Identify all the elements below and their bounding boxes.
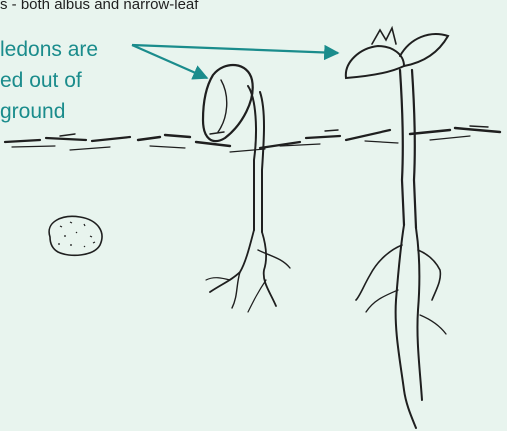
callout-arrows [132,45,338,78]
ground-line [5,126,500,152]
arrow-to-left-cotyledon [132,45,207,78]
left-seedling [203,65,290,312]
right-seedling [346,28,448,428]
seed [49,216,102,255]
arrow-to-right-cotyledon [132,45,338,53]
